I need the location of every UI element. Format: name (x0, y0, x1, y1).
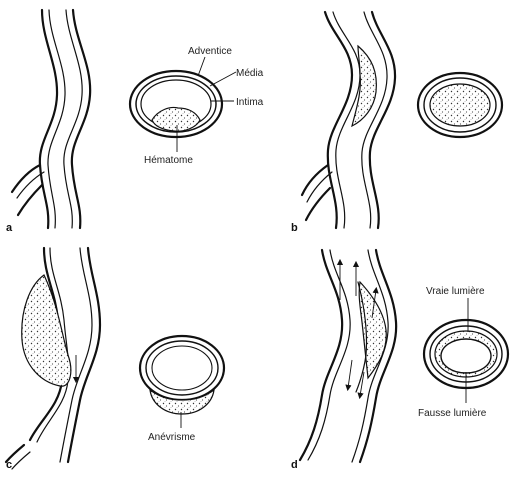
adventice-leader (198, 57, 205, 76)
panel-letter-d: d (291, 459, 298, 471)
true-lumen-d (441, 339, 491, 373)
vessel-cross-section-c (140, 336, 224, 414)
hematoma-circumferential-b (430, 84, 490, 126)
vessel-longitudinal-c (6, 248, 100, 469)
label-hematome: Hématome (144, 155, 193, 166)
label-media: Média (236, 68, 264, 79)
label-anevrisme: Anévrisme (148, 432, 196, 443)
hematoma-shape (152, 108, 200, 132)
panel-d: Vraie lumière Fausse lumière d (291, 250, 508, 471)
vessel-longitudinal-d (300, 250, 396, 462)
vessel-cross-section-a (130, 71, 222, 137)
panel-letter-b: b (291, 222, 298, 234)
false-lumen-d (359, 282, 386, 378)
panel-a: Adventice Média Intima Hématome a (6, 10, 264, 234)
label-adventice: Adventice (188, 46, 232, 57)
panel-letter-a: a (6, 222, 13, 234)
vessel-longitudinal-b (302, 12, 395, 228)
label-fausse-lumiere: Fausse lumière (418, 408, 487, 419)
intramural-hematoma-b (352, 46, 376, 126)
vessel-longitudinal-a (12, 10, 90, 228)
panel-b: b (291, 12, 502, 234)
panel-c: Anévrisme c (6, 248, 224, 471)
aneurysm-sac-c (22, 275, 71, 386)
vessel-cross-section-b (418, 73, 502, 137)
label-intima: Intima (236, 97, 264, 108)
aneurysm-bulge-c (150, 390, 214, 414)
label-vraie-lumiere: Vraie lumière (426, 286, 485, 297)
media-leader (210, 72, 236, 86)
panel-letter-c: c (6, 459, 12, 471)
